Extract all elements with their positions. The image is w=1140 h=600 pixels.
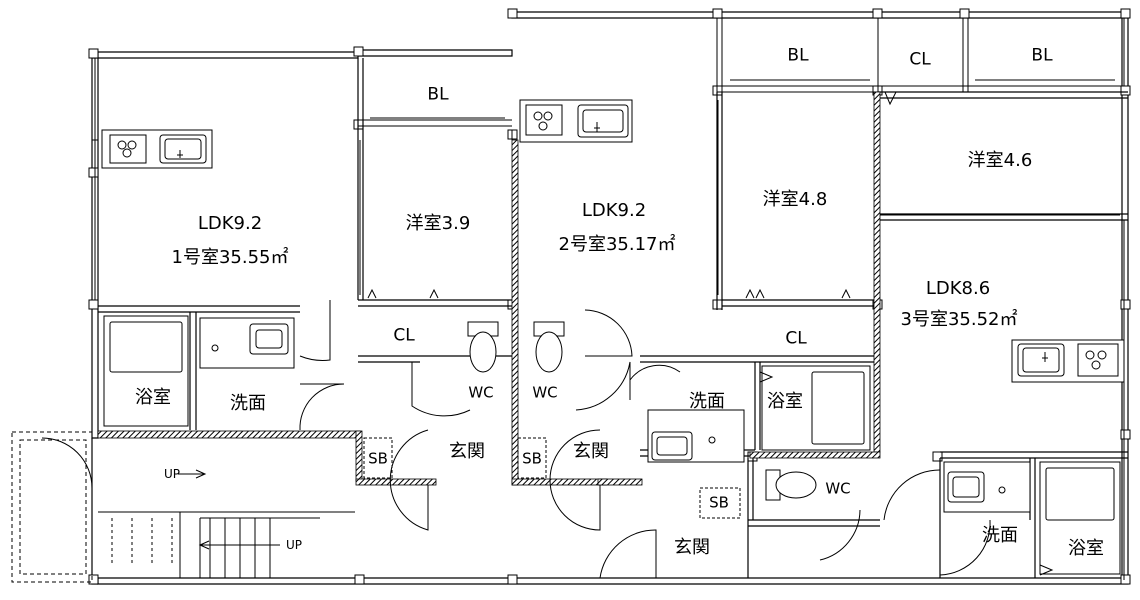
unit3-western-room-label: 洋室4.6 (967, 150, 1033, 171)
unit1-bath-label: 浴室 (135, 387, 171, 408)
shoe-boxes (363, 437, 741, 519)
unit1-toilet-label: WC (468, 383, 494, 402)
unit3-ldk-label: LDK8.6 (925, 278, 991, 299)
unit2-closet-label: CL (785, 328, 807, 349)
unit3-washroom-label: 洗面 (982, 525, 1018, 546)
party-walls (97, 91, 881, 486)
kitchen-counter-unit3 (1011, 339, 1125, 383)
unit3-bath-label: 浴室 (1068, 538, 1104, 559)
unit1-closet-label: CL (393, 325, 415, 346)
closet-markers (367, 91, 1054, 576)
unit1-area-label: 1号室35.55㎡ (171, 247, 289, 268)
doors (41, 300, 991, 579)
unit2-western-room-label: 洋室4.8 (762, 189, 828, 210)
unit1-balcony-label: BL (427, 84, 449, 105)
unit3-shoe-box-label: SB (709, 493, 729, 512)
unit2-balcony-label: BL (787, 45, 809, 66)
stairs (11, 431, 355, 583)
unit1-western-room-label: 洋室3.9 (405, 213, 471, 234)
stairs-up-label: UP (163, 467, 181, 481)
unit2-shoe-box-label: SB (522, 449, 542, 468)
unit1-ldk-label: LDK9.2 (197, 213, 263, 234)
unit3-entrance-label: 玄関 (674, 537, 710, 558)
stairs-up-label-2: UP (285, 538, 303, 552)
unit2-ldk-label: LDK9.2 (581, 200, 647, 221)
windows (92, 18, 1125, 580)
kitchen-counter-unit2 (519, 99, 633, 143)
unit2-toilet-label: WC (532, 383, 558, 402)
unit3-area-label: 3号室35.52㎡ (900, 309, 1018, 330)
wash-basins (199, 317, 1031, 513)
bathtubs (103, 315, 1121, 575)
unit1-washroom-label: 洗面 (230, 393, 266, 414)
unit2-bath-label: 浴室 (767, 391, 803, 412)
toilets (467, 321, 817, 501)
unit1-shoe-box-label: SB (368, 449, 388, 468)
unit3-closet-label: CL (909, 49, 931, 70)
unit3-balcony-label: BL (1031, 45, 1053, 66)
unit3-toilet-label: WC (825, 479, 851, 498)
unit2-area-label: 2号室35.17㎡ (558, 234, 676, 255)
unit2-washroom-label: 洗面 (689, 391, 725, 412)
kitchen-counter-unit1 (101, 129, 213, 169)
unit2-entrance-label: 玄関 (573, 441, 609, 462)
unit1-entrance-label: 玄関 (449, 441, 485, 462)
